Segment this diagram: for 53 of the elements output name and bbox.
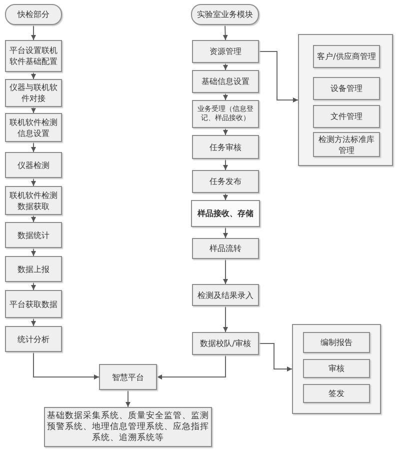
arrow: [223, 258, 228, 284]
arrow: [223, 92, 228, 100]
process-box: 资源管理: [192, 40, 259, 63]
process-box: 平台获取数据: [5, 290, 62, 318]
process-box: 样品接收、存储: [191, 200, 260, 227]
process-box: 文件管理: [313, 105, 380, 128]
arrow: [223, 306, 228, 332]
process-box: 平台设置联机软件基础配置: [5, 40, 62, 72]
process-box: 数据统计: [5, 222, 62, 248]
arrow: [156, 354, 226, 380]
process-box: 基础数据采集系统、质量安全监管、监测预警系统、地理信息管理系统、应急指挥系统、追溯系统等: [44, 407, 212, 447]
arrow: [33, 352, 100, 380]
arrow: [126, 390, 130, 408]
arrow: [31, 142, 36, 152]
arrow: [31, 24, 36, 40]
arrow: [31, 248, 36, 256]
arrow: [31, 178, 36, 186]
process-box: 审核: [303, 359, 370, 378]
arrow: [31, 282, 36, 290]
process-box: 签发: [303, 384, 370, 403]
process-box: 检测及结果录入: [192, 284, 259, 306]
arrow: [31, 214, 36, 222]
arrow: [223, 62, 228, 70]
arrow: [31, 318, 36, 326]
process-box: 统计分析: [5, 326, 62, 352]
arrow: [258, 343, 292, 372]
arrow: [258, 51, 298, 102]
process-box: 设备管理: [313, 77, 380, 100]
process-box: 数据上报: [5, 256, 62, 282]
process-box: 编制报告: [303, 332, 370, 353]
arrow: [223, 128, 228, 136]
process-box: 任务审核: [192, 135, 259, 159]
arrow: [222, 24, 228, 40]
process-box: 基础信息设置: [192, 70, 259, 93]
process-box: 任务发布: [192, 170, 259, 193]
process-box: 检测方法标准库管理: [313, 132, 380, 157]
start-terminal: 实验室业务模块: [191, 4, 259, 25]
process-box: 联机软件检测信息设置: [5, 113, 62, 142]
arrow: [223, 226, 228, 238]
process-box: 样品流转: [192, 238, 259, 259]
group-panel: [292, 324, 381, 414]
process-box: 客户/供应商管理: [313, 45, 380, 68]
process-box: 仪器与联机软件对接: [5, 79, 62, 107]
process-box: 智慧平台: [99, 364, 157, 390]
arrow: [31, 106, 36, 114]
arrow: [223, 158, 228, 170]
arrow: [223, 192, 228, 200]
group-panel: [298, 34, 393, 166]
process-box: 仪器检测: [5, 152, 62, 178]
arrow: [31, 72, 36, 80]
start-terminal: 快检部分: [5, 4, 62, 25]
process-box: 数据校队/审核: [192, 332, 259, 355]
process-box: 联机软件检测数据获取: [5, 186, 62, 215]
